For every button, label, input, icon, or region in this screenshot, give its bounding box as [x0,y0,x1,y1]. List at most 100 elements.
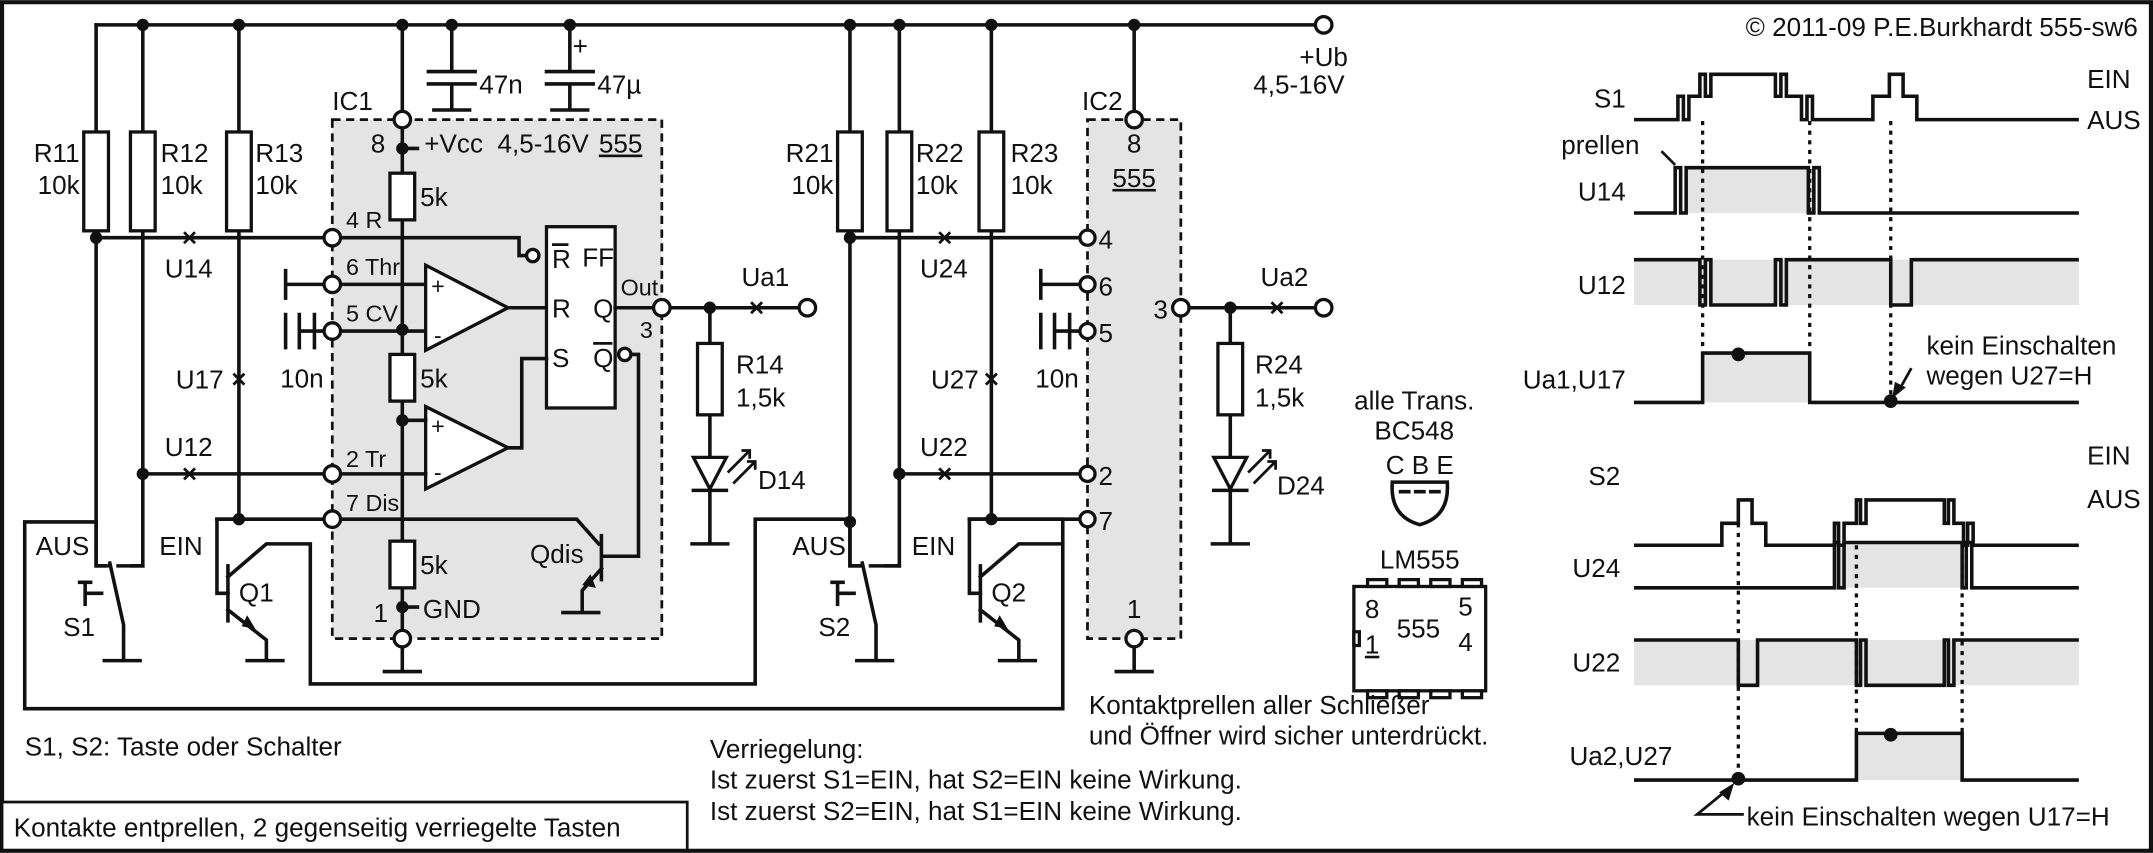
r12-name: R12 [161,138,209,168]
to92-package-icon [1390,480,1450,527]
ic1-type: 555 [599,129,643,159]
ic1-pin5-label: 5 CV [346,300,398,326]
trans-note-2: BC548 [1374,416,1454,446]
ic2-pin1-label: 1 [1127,594,1142,624]
cv2-label: 10n [1035,363,1079,393]
ic1-pin2-label: 2 Tr [346,446,386,472]
timing-aus-1: AUS [2087,105,2141,135]
r12-value: 10k [161,170,204,200]
r22-name: R22 [916,138,964,168]
ic2-type: 555 [1112,163,1156,193]
r24-name: R24 [1255,350,1303,380]
ic2-pin8 [1124,109,1145,130]
ic1-vcc-pin: 8 [371,129,386,159]
test-point-ua1 [750,301,764,315]
resistor-r22 [885,130,914,233]
ua1-terminal [797,297,818,318]
r11-value: 10k [38,170,81,200]
test-point-u17 [232,372,246,386]
ic1-pin6-label: 6 Thr [346,254,400,280]
ff-r: R [552,293,571,323]
ic1-pin4-label: 4 R [346,207,382,233]
dip-pin4: 4 [1458,627,1473,657]
s2-label: S2 [818,612,850,642]
r24-value: 1,5k [1255,383,1305,413]
r23-name: R23 [1011,138,1059,168]
ic1-vcc-label: +Vcc 4,5-16V [424,129,589,159]
qdis-transistor-icon [561,533,604,615]
ic2-pin6-label: 6 [1098,271,1113,301]
ic2-pin8-label: 8 [1127,129,1142,159]
interlock-line-2: Ist zuerst S2=EIN, hat S1=EIN keine Wirk… [710,796,1242,826]
wave-s1 [1633,72,2079,122]
r13-value: 10k [255,170,298,200]
test-point-u14 [183,231,196,245]
ff-title: FF [582,243,614,273]
resistor-r13 [224,130,253,233]
ff-rbar: R [552,244,571,274]
capacitor-47n-label: 47n [479,70,523,100]
ua2-label: Ua2 [1260,262,1308,292]
switch-note: S1, S2: Taste oder Schalter [25,731,342,761]
test-point-u22 [938,467,952,481]
ic2-pin7-label: 7 [1098,506,1113,536]
wave-u22 [1633,638,2079,688]
cv1-label: 10n [280,363,324,393]
ic1-out-pin: 3 [640,317,653,343]
s2-aus-label: AUS [792,531,846,561]
ff-qbar: Q [593,343,613,373]
ic1-divider-r2-label: 5k [420,363,449,393]
resistor-r24 [1216,341,1245,417]
r14-name: R14 [736,350,784,380]
pinout-cbe: C B E [1386,450,1454,480]
ic1-pin3-output [651,297,672,318]
r21-name: R21 [786,138,834,168]
ic2-name: IC2 [1082,86,1123,116]
interlock-title: Verriegelung: [710,734,864,764]
s1-ein-label: EIN [159,531,202,561]
ic1-divider-r1-label: 5k [420,182,449,212]
capacitor-47u [544,23,595,112]
ic1-divider-r1 [388,171,417,222]
ic2-pin4-label: 4 [1098,225,1113,255]
wave-u12 [1633,257,2079,307]
led-d24-icon [1211,449,1277,493]
dip-pin5: 5 [1458,591,1473,621]
wave-ua1-u17 [1633,351,2079,405]
timing-note-1b: wegen U27=H [1925,361,2092,391]
r21-value: 10k [791,170,834,200]
ff-s: S [552,343,569,373]
u12-label: U12 [165,432,213,462]
timing-label-ua1: Ua1,U17 [1523,365,1626,395]
timing-label-s1: S1 [1594,83,1626,113]
capacitor-47u-label: 47µ [597,70,641,100]
wave-u24 [1633,540,2079,590]
switch-s1-icon [77,520,145,663]
ic1-divider-r2 [388,352,417,403]
test-point-u27 [984,372,998,386]
ic1-pin7 [322,509,343,530]
u24-label: U24 [920,254,968,284]
timing-label-ua2: Ua2,U27 [1569,741,1672,771]
capacitor-47n [426,23,477,112]
ic1-pin2 [322,463,343,484]
ic2-pin5 [1078,321,1097,341]
copyright: © 2011-09 P.E.Burkhardt 555-sw6 [1746,12,2138,42]
supply-terminal [1313,14,1334,35]
ua2-terminal [1313,297,1334,318]
wave-ua2-u27 [1633,731,2079,782]
u27-label: U27 [931,365,979,395]
r14-value: 1,5k [736,383,786,413]
resistor-r11 [82,130,111,233]
ic2-box [1086,118,1183,641]
s1-label: S1 [63,612,95,642]
page-title: Kontakte entprellen, 2 gegenseitig verri… [14,812,621,842]
timing-label-u12: U12 [1578,270,1626,300]
resistor-r23 [977,130,1006,233]
q1-label: Q1 [239,578,274,608]
ff-q: Q [593,293,613,323]
wave-u14 [1633,165,2079,215]
comparator-upper [424,262,512,353]
ic2-pin3-label: 3 [1153,295,1168,325]
test-point-u24 [938,231,952,245]
